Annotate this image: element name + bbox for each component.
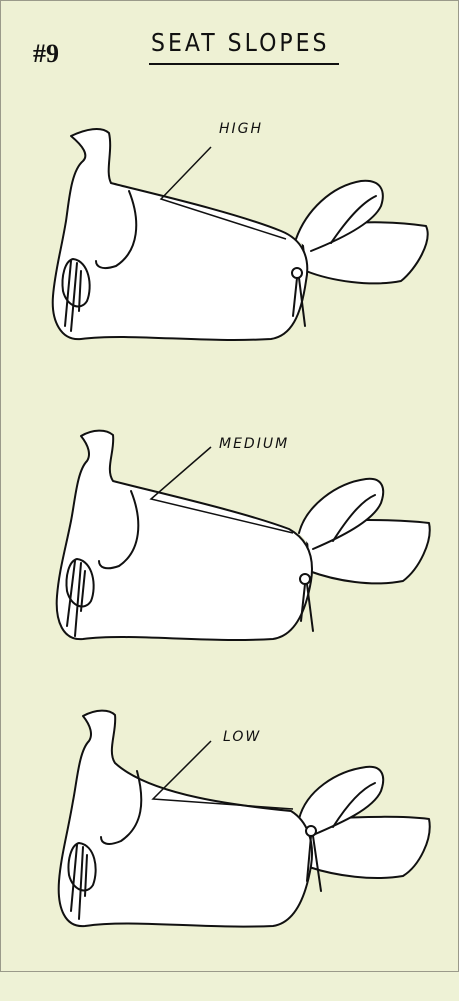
slope-label-medium: MEDIUM [219,436,289,452]
slope-label-high: HIGH [219,121,263,137]
figure-number: #9 [33,39,59,69]
slope-label-low: LOW [223,729,261,745]
figure-frame: #9 SEAT SLOPES [0,0,459,972]
saddle-medium-icon [1,411,459,711]
saddle-high-icon [1,111,459,411]
title-underline [149,63,339,65]
panel-medium: MEDIUM [1,411,459,711]
figure-title: SEAT SLOPES [151,29,330,58]
panel-low: LOW [1,701,459,1001]
panel-high: HIGH [1,111,459,411]
